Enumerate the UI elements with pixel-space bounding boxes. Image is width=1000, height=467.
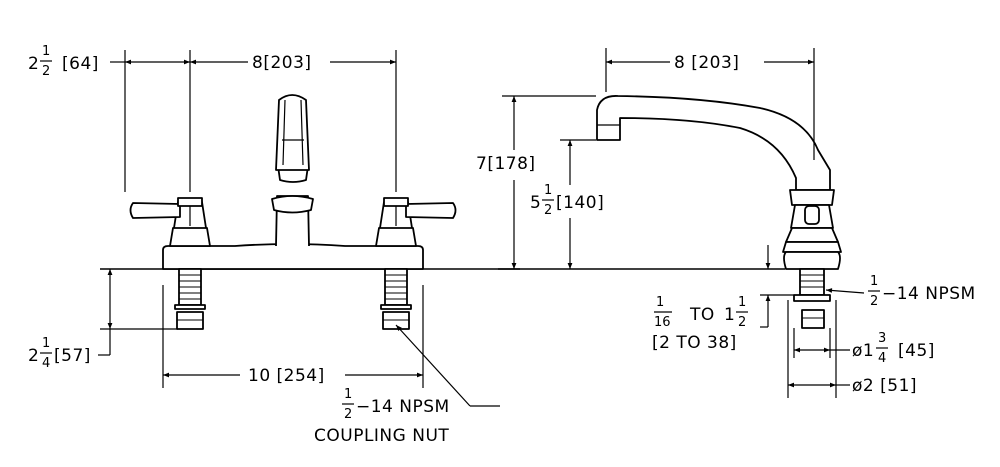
dim-deck-to: TO <box>689 305 715 325</box>
dim-deck-metric: [2 TO 38] <box>652 333 737 353</box>
dim-deck-min-num: 1 <box>656 295 664 310</box>
dim-thread-text: −14 NPSM <box>882 284 976 304</box>
dim-handle-offset-whole: 2 <box>28 54 39 74</box>
dim-spout-reach-label: 8 [203] <box>674 53 739 73</box>
dim-height: 7[178] <box>476 96 536 269</box>
left-handle <box>129 197 211 247</box>
right-handle <box>375 197 457 247</box>
dim-spout-clearance-num: 1 <box>544 183 552 198</box>
dim-handle-offset-num: 1 <box>42 44 50 59</box>
dim-shank-dia: ø1 3 4 [45] <box>794 331 935 366</box>
dim-flange-dia-label: ø2 [51] <box>852 376 917 396</box>
dim-shank-length-metric: [57] <box>54 346 91 366</box>
side-shank <box>793 268 831 329</box>
dim-spout-reach: 8 [203] <box>606 53 814 73</box>
callout-thread-den: 2 <box>344 407 352 422</box>
dim-thread-num: 1 <box>870 274 878 289</box>
dim-handle-offset-metric: [64] <box>62 54 99 74</box>
dim-shank-length-num: 1 <box>42 336 50 351</box>
dim-centers: 10 [254] <box>163 366 423 386</box>
dim-spout-clearance-den: 2 <box>544 203 552 218</box>
side-view: 8 [203] 7[178] 5 1 2 [140] 1 16 TO <box>476 48 976 398</box>
faucet-base <box>162 243 424 270</box>
dim-spout-clearance: 5 1 2 [140] <box>530 140 604 269</box>
dim-spout-clearance-metric: [140] <box>556 193 604 213</box>
callout-thread-num: 1 <box>344 387 352 402</box>
callout-coupling-nut: 1 2 −14 NPSM COUPLING NUT <box>314 324 500 446</box>
dim-shank-length-den: 4 <box>42 356 50 371</box>
dim-thread-den: 2 <box>870 294 878 309</box>
spout-stub <box>271 94 314 247</box>
dim-deck-min-den: 16 <box>654 315 671 330</box>
right-shank <box>380 268 412 330</box>
dim-shank-dia-den: 4 <box>878 351 886 366</box>
dim-flange-dia: ø2 [51] <box>788 376 917 396</box>
side-spout <box>596 95 842 270</box>
dim-centers-label: 10 [254] <box>248 366 325 386</box>
dim-spout-clearance-whole: 5 <box>530 193 541 213</box>
dim-shank-length: 2 1 4 [57] <box>28 269 113 371</box>
dim-shank-dia-prefix: ø1 <box>852 341 874 361</box>
dim-handle-offset: 2 1 2 [64] <box>28 44 190 79</box>
dim-handle-offset-den: 2 <box>42 64 50 79</box>
dim-spout-to-handle-label: 8[203] <box>252 53 312 73</box>
callout-nut-label: COUPLING NUT <box>314 426 449 446</box>
dim-deck-max-whole: 1 <box>724 305 735 325</box>
dim-deck-thickness: 1 16 TO 1 1 2 [2 TO 38] <box>652 245 771 353</box>
dim-spout-to-handle: 8[203] <box>190 53 396 73</box>
dim-deck-max-num: 1 <box>738 295 746 310</box>
dim-height-label: 7[178] <box>476 154 536 174</box>
dim-deck-max-den: 2 <box>738 315 746 330</box>
front-view: 2 1 2 [64] 8[203] 2 1 4 [57] 10 [25 <box>28 44 520 446</box>
dim-shank-dia-num: 3 <box>878 331 886 346</box>
dim-thread-side: 1 2 −14 NPSM <box>825 274 976 309</box>
left-shank <box>174 268 206 330</box>
dim-shank-length-whole: 2 <box>28 346 39 366</box>
callout-thread-text: −14 NPSM <box>356 397 450 417</box>
dim-shank-dia-metric: [45] <box>898 341 935 361</box>
